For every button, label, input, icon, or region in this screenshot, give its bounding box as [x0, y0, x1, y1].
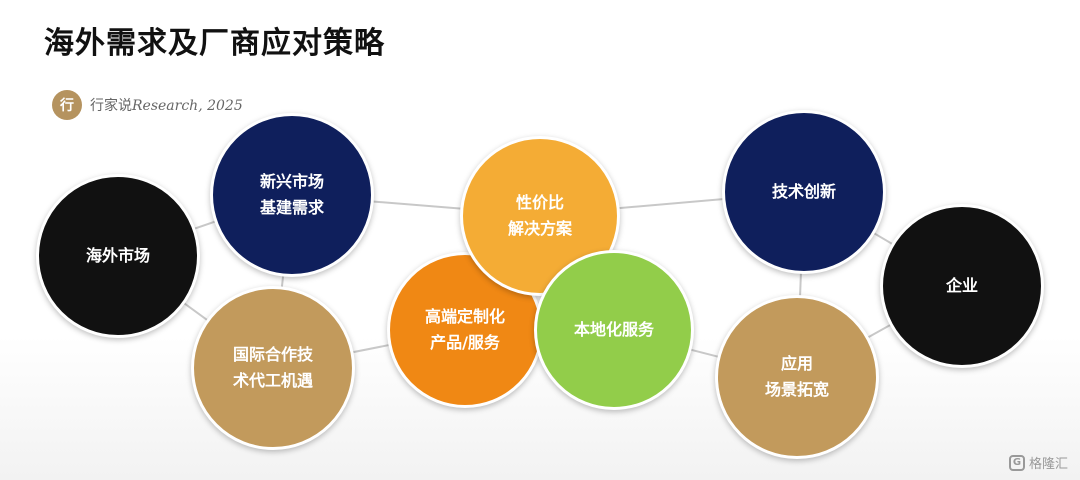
brand-name: 行家说	[90, 98, 132, 114]
watermark-text: 格隆汇	[1028, 457, 1068, 472]
brand-credit: 行 行家说Research, 2025	[52, 90, 243, 120]
brand-text: 行家说Research, 2025	[90, 95, 243, 115]
brand-source: Research, 2025	[132, 98, 243, 114]
brand-logo-icon: 行	[52, 90, 82, 120]
page-title: 海外需求及厂商应对策略	[44, 26, 385, 61]
node-enterprise: 企业	[880, 204, 1044, 368]
node-localized-service: 本地化服务	[534, 250, 694, 410]
watermark: G 格隆汇	[1008, 453, 1068, 472]
watermark-logo-icon: G	[1008, 454, 1025, 471]
node-tech-innovation: 技术创新	[722, 110, 886, 274]
node-emerging-market: 新兴市场 基建需求	[210, 113, 374, 277]
node-application: 应用 场景拓宽	[715, 295, 879, 459]
node-overseas-market: 海外市场	[36, 174, 200, 338]
node-intl-cooperation: 国际合作技 术代工机遇	[191, 286, 355, 450]
